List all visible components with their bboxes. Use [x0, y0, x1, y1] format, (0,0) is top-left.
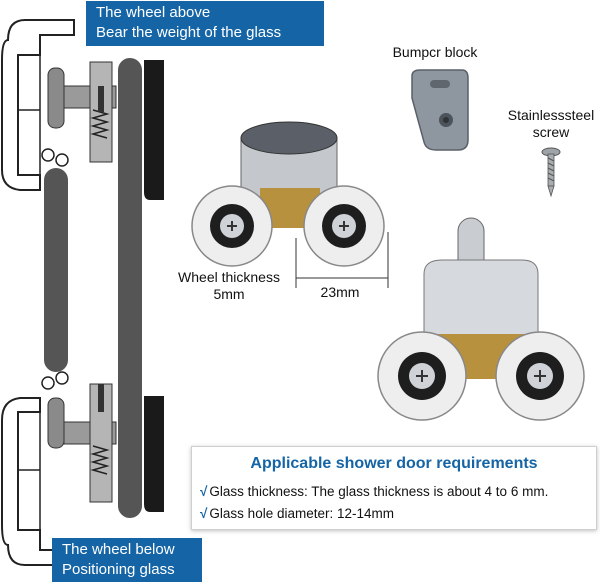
requirement-item: √Glass hole diameter: 12-14mm	[200, 506, 394, 521]
wheel-thickness-line1: Wheel thickness	[178, 269, 280, 285]
requirements-box: Applicable shower door requirements √Gla…	[191, 446, 597, 530]
requirement-text: Glass thickness: The glass thickness is …	[209, 484, 549, 499]
roller-rear-image	[377, 217, 585, 421]
top-wheel-callout: The wheel above Bear the weight of the g…	[86, 1, 324, 46]
installation-diagram	[0, 19, 164, 566]
bottom-callout-line1: The wheel below	[62, 541, 175, 558]
top-callout-line2: Bear the weight of the glass	[96, 24, 282, 41]
requirement-item: √Glass thickness: The glass thickness is…	[200, 484, 548, 499]
screw-image	[541, 147, 561, 198]
requirements-title: Applicable shower door requirements	[250, 455, 538, 472]
bottom-wheel-callout: The wheel below Positioning glass	[52, 538, 202, 582]
requirement-text: Glass hole diameter: 12-14mm	[209, 506, 394, 521]
wheel-thickness-label: Wheel thickness 5mm	[166, 269, 292, 303]
screw-label-line1: Stainlesssteel	[507, 107, 595, 123]
wheel-dimension-label: 23mm	[320, 284, 360, 300]
check-icon: √	[200, 506, 208, 521]
dimension-lines	[295, 232, 389, 288]
top-callout-line1: The wheel above	[96, 4, 211, 21]
screw-label-line2: screw	[532, 124, 570, 140]
check-icon: √	[200, 484, 208, 499]
bumper-block-label: Bumpcr block	[392, 44, 478, 60]
bumper-block-image	[411, 69, 469, 151]
wheel-thickness-line2: 5mm	[213, 286, 245, 302]
roller-front-image	[191, 121, 385, 267]
bottom-callout-line2: Positioning glass	[62, 561, 175, 578]
stainless-screw-label: Stainlesssteel screw	[496, 107, 600, 141]
